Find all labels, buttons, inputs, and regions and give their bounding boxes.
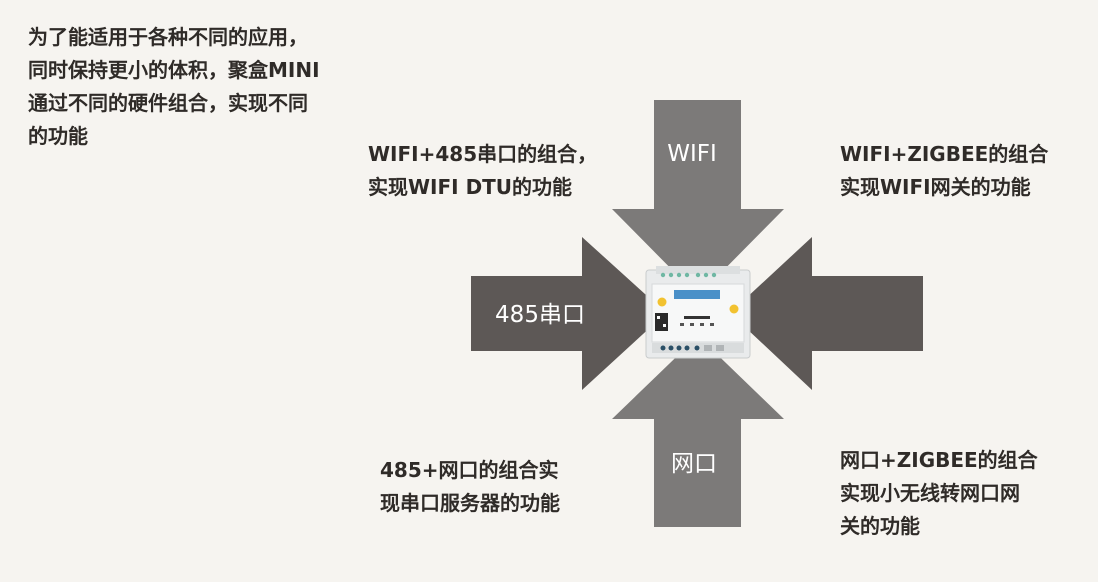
intro-text: 为了能适用于各种不同的应用， 同时保持更小的体积，聚盒MINI 通过不同的硬件组… — [28, 21, 348, 153]
note-line: 实现WIFI DTU的功能 — [368, 175, 573, 199]
arrow-label-top: WIFI — [667, 141, 717, 167]
note-line: 485+网口的组合实 — [380, 458, 559, 482]
arrow-right — [730, 237, 923, 390]
note-line: 网口+ZIGBEE的组合 — [840, 448, 1038, 472]
device-leds — [680, 323, 714, 326]
intro-line: 的功能 — [28, 124, 88, 148]
note-line: WIFI+ZIGBEE的组合 — [840, 142, 1049, 166]
note-line: 实现WIFI网关的功能 — [840, 175, 1031, 199]
note-ethernet-zigbee: 网口+ZIGBEE的组合 实现小无线转网口网 关的功能 — [840, 444, 1050, 543]
device-top-terminals — [660, 272, 717, 278]
note-line: 现串口服务器的功能 — [380, 491, 560, 515]
intro-line: 同时保持更小的体积，聚盒MINI — [28, 58, 320, 82]
arrow-left — [471, 237, 666, 390]
device-antenna-left — [657, 297, 667, 307]
device-antenna-right — [729, 304, 739, 314]
note-line: WIFI+485串口的组合， — [368, 142, 598, 166]
arrow-top — [612, 100, 784, 296]
note-wifi-zigbee: WIFI+ZIGBEE的组合 实现WIFI网关的功能 — [840, 138, 1070, 204]
device-image — [645, 266, 751, 359]
note-wifi-485: WIFI+485串口的组合， 实现WIFI DTU的功能 — [368, 138, 608, 204]
arrow-label-left: 485串口 — [495, 302, 585, 328]
intro-line: 通过不同的硬件组合，实现不同 — [28, 91, 308, 115]
note-485-ethernet: 485+网口的组合实 现串口服务器的功能 — [380, 454, 590, 520]
note-line: 关的功能 — [840, 514, 920, 538]
arrow-bottom — [612, 336, 784, 527]
device-qr-code — [655, 313, 668, 331]
note-line: 实现小无线转网口网 — [840, 481, 1020, 505]
arrow-label-bottom: 网口 — [671, 451, 717, 477]
device-bottom-terminals — [660, 345, 700, 351]
intro-line: 为了能适用于各种不同的应用， — [28, 25, 308, 49]
